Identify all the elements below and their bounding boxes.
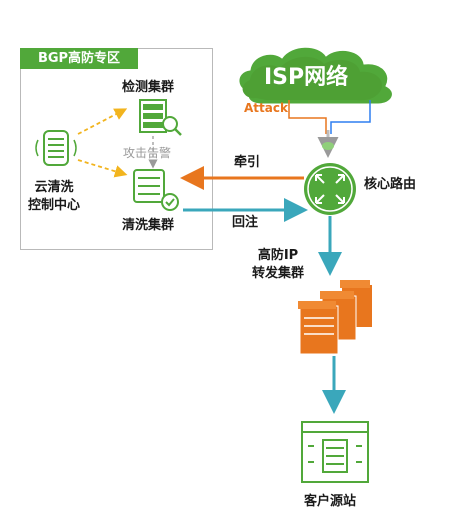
core-router-label: 核心路由: [364, 177, 417, 192]
scrubbing-cluster-icon: [133, 169, 179, 211]
reinject-label: 回注: [232, 215, 259, 230]
detection-cluster-label: 检测集群: [122, 80, 175, 95]
forward-cluster-icon: [298, 280, 372, 355]
control-to-scrub-arrow: [77, 159, 128, 178]
isp-label: ISP网络: [264, 65, 349, 90]
traffic-junction-dot: [322, 142, 334, 150]
cloud-control-label-line2: 控制中心: [27, 198, 80, 213]
core-router-icon: [304, 163, 356, 215]
cloud-control-icon: [35, 130, 77, 166]
origin-site-label: 客户源站: [304, 494, 357, 509]
detection-cluster-icon: [139, 99, 182, 136]
bgp-zone-title: BGP高防专区: [20, 48, 138, 69]
isp-cloud-icon: [238, 46, 393, 105]
normal-flow-line: [330, 100, 371, 134]
attack-flow-line: [288, 100, 327, 134]
forward-cluster-label-line1: 高防IP: [257, 248, 299, 263]
divert-label: 牵引: [234, 155, 261, 170]
alert-label: 攻击告警: [123, 146, 172, 160]
cloud-control-label-line1: 云清洗: [34, 180, 74, 195]
forward-cluster-label-line2: 转发集群: [251, 266, 304, 281]
bgp-zone: [20, 48, 213, 250]
origin-site-icon: [301, 421, 369, 483]
attack-label: Attack: [244, 101, 288, 115]
control-to-detect-arrow: [77, 108, 128, 135]
scrubbing-cluster-label: 清洗集群: [122, 218, 175, 233]
